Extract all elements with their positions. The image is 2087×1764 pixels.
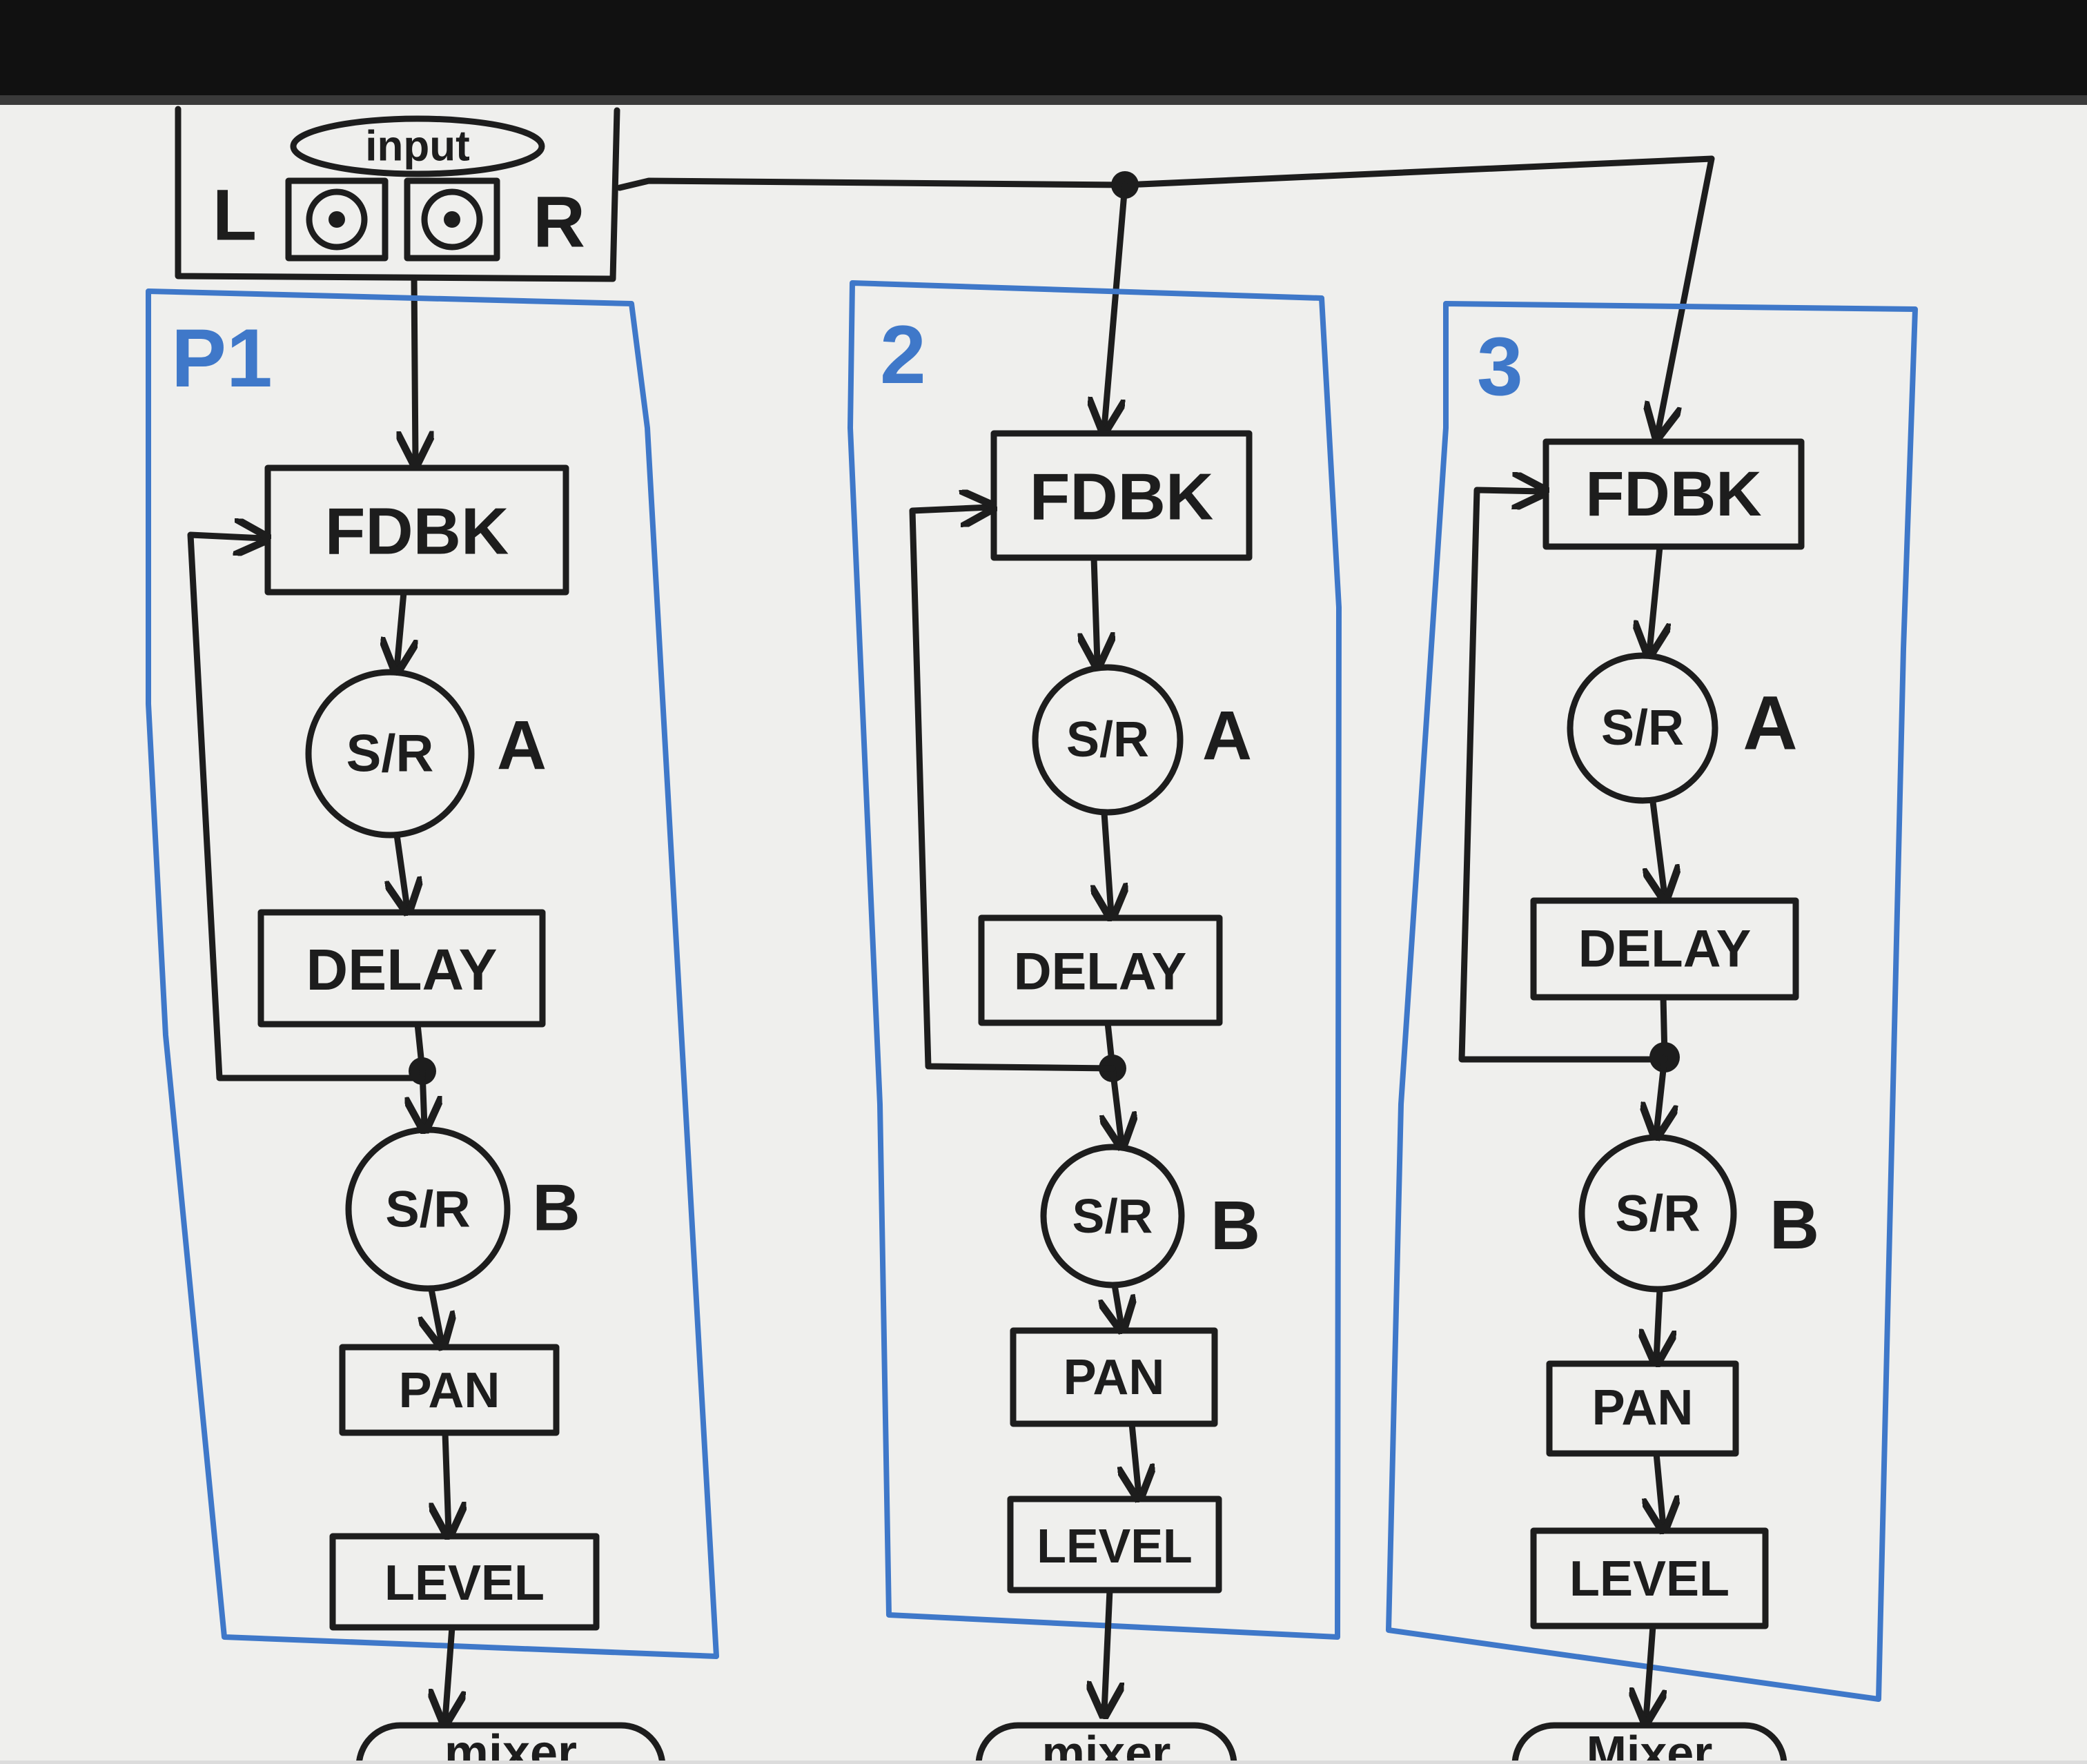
input-wiring xyxy=(414,155,1715,461)
block-pan-2-label: PAN xyxy=(1064,1350,1165,1405)
jack-right-icon xyxy=(421,188,483,251)
block-sr-a-1-label: S/R xyxy=(346,725,434,783)
block-sr-b-3-label: S/R xyxy=(1615,1185,1700,1242)
block-fdbk-2-label: FDBK xyxy=(1030,460,1214,534)
tag-a-1: A xyxy=(497,707,547,784)
jack-left-icon xyxy=(306,188,368,251)
output-mixer-2-label: mixer xyxy=(1042,1726,1171,1761)
path-label-1: P1 xyxy=(171,312,273,404)
output-mixer-3 xyxy=(1511,1722,1787,1764)
output-mixer-3-label: Mixer xyxy=(1587,1726,1713,1761)
block-level-2 xyxy=(1007,1496,1222,1594)
jack-left-center-icon xyxy=(329,211,345,228)
block-pan-3-label: PAN xyxy=(1592,1380,1694,1435)
tag-a-3: A xyxy=(1743,681,1797,766)
path-label-2: 2 xyxy=(880,308,926,401)
block-level-3-label: LEVEL xyxy=(1569,1551,1730,1607)
tag-b-3: B xyxy=(1770,1186,1819,1264)
block-sr-b-1-label: S/R xyxy=(385,1181,470,1238)
path-group-1: P1 FDBK S/R A DELAY S/R B PAN LEVEL mixe… xyxy=(146,288,719,1764)
block-delay-1-label: DELAY xyxy=(306,937,498,1002)
block-sr-a-2-label: S/R xyxy=(1066,712,1149,767)
input-label-left: L xyxy=(213,175,257,256)
block-sr-a-3-label: S/R xyxy=(1601,700,1684,756)
path-group-3: 3 FDBK S/R A DELAY S/R B PAN LEVEL Mixer xyxy=(1386,301,1918,1764)
block-fdbk-1-label: FDBK xyxy=(325,495,509,569)
tag-a-2: A xyxy=(1202,697,1252,774)
output-mixer-1 xyxy=(355,1722,666,1764)
jack-left xyxy=(285,177,389,262)
path-label-3: 3 xyxy=(1477,320,1523,413)
block-delay-2-label: DELAY xyxy=(1014,943,1187,1001)
tag-b-1: B xyxy=(532,1171,580,1245)
jack-right xyxy=(404,177,500,262)
block-level-1-label: LEVEL xyxy=(384,1556,545,1611)
block-level-2-label: LEVEL xyxy=(1037,1519,1193,1573)
input-box: input L R xyxy=(175,106,620,282)
block-delay-3-label: DELAY xyxy=(1578,920,1752,979)
jack-right-center-icon xyxy=(444,211,460,228)
input-label-right: R xyxy=(533,182,585,263)
block-pan-1-label: PAN xyxy=(399,1363,500,1418)
whiteboard-frame-top xyxy=(0,0,2087,104)
block-fdbk-3-label: FDBK xyxy=(1585,459,1762,529)
block-sr-b-2-label: S/R xyxy=(1072,1189,1153,1243)
output-mixer-2 xyxy=(975,1722,1237,1764)
output-mixer-1-label: mixer xyxy=(444,1725,577,1761)
tag-b-2: B xyxy=(1211,1187,1260,1264)
whiteboard-frame-edge xyxy=(0,95,2087,105)
input-title: input xyxy=(365,123,470,170)
path-group-2: 2 FDBK S/R A DELAY S/R B PAN LEVEL mixer xyxy=(847,280,1342,1764)
